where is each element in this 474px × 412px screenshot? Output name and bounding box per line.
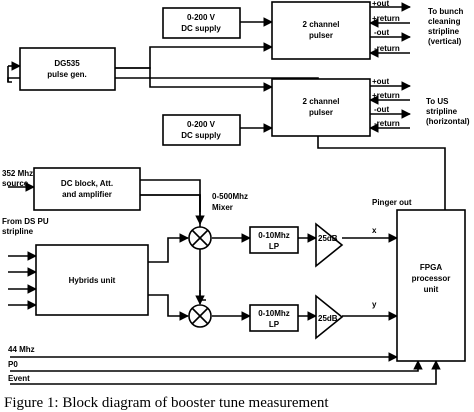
mixer-top bbox=[188, 226, 212, 250]
dc-block-line1: DC block, Att. bbox=[61, 179, 113, 188]
dc-block-amplifier-block: DC block, Att. and amplifier bbox=[33, 167, 141, 211]
pulser-top-ports: +out +return -out -return bbox=[372, 0, 400, 53]
dc-supply-bottom-line1: 0-200 V bbox=[187, 120, 216, 129]
pinger-out-label: Pinger out bbox=[372, 198, 412, 207]
fpga-processor-block: FPGA processor unit bbox=[396, 209, 466, 362]
event-label: Event bbox=[8, 374, 30, 383]
pulse-gen-line2: pulse gen. bbox=[47, 70, 87, 79]
source-line1: 352 Mhz bbox=[2, 169, 33, 178]
bunch-cleaning-line4: (vertical) bbox=[428, 37, 462, 46]
fpga-line2: processor bbox=[412, 274, 451, 283]
mixer-bottom bbox=[188, 304, 212, 328]
port-bottom-plus-out: +out bbox=[372, 77, 389, 86]
mixer-label: 0-500Mhz Mixer bbox=[212, 192, 248, 212]
lowpass-bottom-line1: 0-10Mhz bbox=[258, 309, 290, 318]
us-stripline-line2: stripline bbox=[426, 107, 458, 116]
dc-supply-top-line2: DC supply bbox=[181, 24, 221, 33]
source-line2: source bbox=[2, 179, 29, 188]
us-stripline-label: To US stripline (horizontal) bbox=[426, 97, 470, 126]
us-stripline-line3: (horizontal) bbox=[426, 117, 470, 126]
us-stripline-line1: To US bbox=[426, 97, 449, 106]
port-bottom-plus-return: +return bbox=[372, 91, 400, 100]
mixer-line1: 0-500Mhz bbox=[212, 192, 248, 201]
hybrids-label: Hybrids unit bbox=[69, 276, 116, 285]
port-top-plus-out: +out bbox=[372, 0, 389, 8]
figure-caption: Figure 1: Block diagram of booster tune … bbox=[4, 395, 329, 411]
amplifier-top-label: 25dB bbox=[318, 234, 338, 243]
fpga-line3: unit bbox=[424, 285, 439, 294]
dc-supply-bottom-line2: DC supply bbox=[181, 131, 221, 140]
lowpass-top-line1: 0-10Mhz bbox=[258, 231, 290, 240]
lowpass-bottom-block: 0-10Mhz LP bbox=[249, 304, 299, 332]
bunch-cleaning-line2: cleaning bbox=[428, 17, 461, 26]
pulser-top-line1: 2 channel bbox=[303, 20, 340, 29]
bunch-cleaning-label: To bunch cleaning stripline (vertical) bbox=[428, 7, 464, 46]
pulse-gen-line1: DG535 bbox=[54, 59, 80, 68]
p0-label: P0 bbox=[8, 360, 18, 369]
ds-pu-line1: From DS PU bbox=[2, 217, 49, 226]
bunch-cleaning-line1: To bunch bbox=[428, 7, 464, 16]
mixer-line2: Mixer bbox=[212, 203, 233, 212]
pulser-bottom-line1: 2 channel bbox=[303, 97, 340, 106]
hybrids-unit-block: Hybrids unit bbox=[35, 244, 149, 316]
lowpass-top-block: 0-10Mhz LP bbox=[249, 226, 299, 254]
44mhz-label: 44 Mhz bbox=[8, 345, 35, 354]
x-label: x bbox=[372, 226, 377, 235]
pulser-bottom-ports: +out +return -out -return bbox=[372, 77, 400, 128]
dc-block-line2: and amplifier bbox=[62, 190, 112, 199]
pulser-bottom-block: 2 channel pulser bbox=[271, 78, 371, 137]
pulser-top-line2: pulser bbox=[309, 31, 333, 40]
port-bottom-minus-out: -out bbox=[374, 105, 389, 114]
port-bottom-minus-return: -return bbox=[374, 119, 400, 128]
port-top-minus-out: -out bbox=[374, 28, 389, 37]
port-top-minus-return: -return bbox=[374, 44, 400, 53]
amplifier-bottom: 25dB bbox=[315, 294, 344, 340]
amplifier-top: 25dB bbox=[315, 222, 344, 268]
dc-supply-top-line1: 0-200 V bbox=[187, 13, 216, 22]
ds-pu-label: From DS PU stripline bbox=[2, 217, 49, 236]
lowpass-bottom-line2: LP bbox=[269, 320, 280, 329]
pulser-top-block: 2 channel pulser bbox=[271, 1, 371, 60]
pulser-bottom-line2: pulser bbox=[309, 108, 333, 117]
amplifier-bottom-label: 25dB bbox=[318, 314, 338, 323]
y-label: y bbox=[372, 300, 377, 309]
lowpass-top-line2: LP bbox=[269, 242, 280, 251]
dc-supply-top-block: 0-200 V DC supply bbox=[162, 7, 241, 39]
fpga-line1: FPGA bbox=[420, 263, 442, 272]
connection-lines bbox=[7, 2, 446, 385]
bunch-cleaning-line3: stripline bbox=[428, 27, 460, 36]
pulse-gen-block: DG535 pulse gen. bbox=[19, 47, 116, 91]
source-label: 352 Mhz source bbox=[2, 169, 33, 188]
port-top-plus-return: +return bbox=[372, 14, 400, 23]
ds-pu-line2: stripline bbox=[2, 227, 34, 236]
dc-supply-bottom-block: 0-200 V DC supply bbox=[162, 114, 241, 146]
